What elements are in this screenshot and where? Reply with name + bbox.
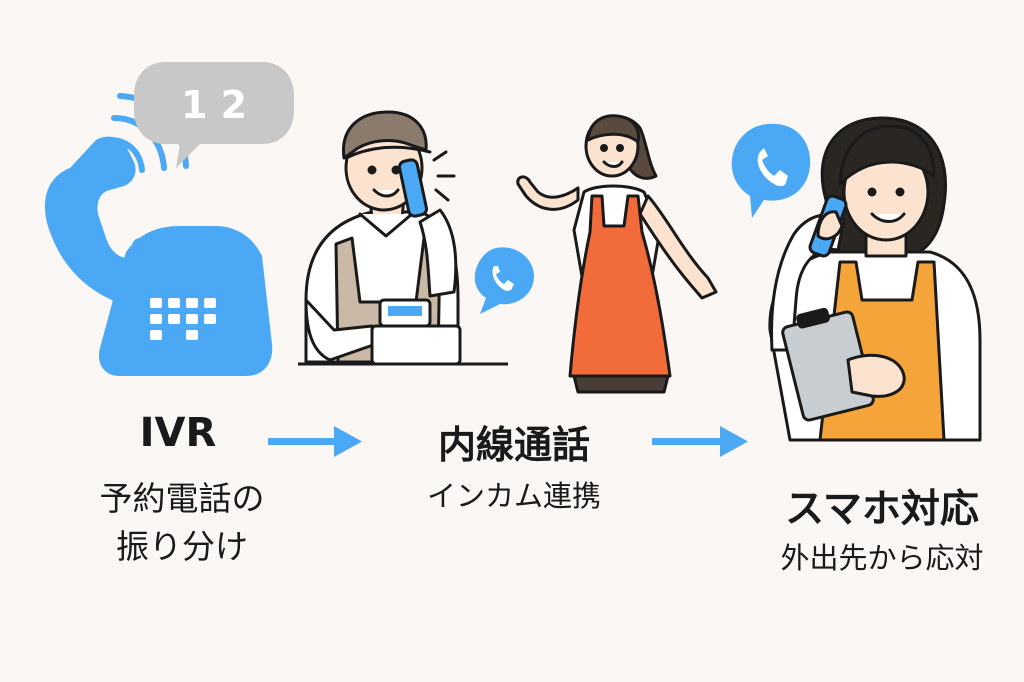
- phone-speech-bubble-icon: [731, 123, 811, 218]
- right-arrow-icon: [652, 426, 748, 457]
- step-1-subtitle-line1: 予約電話の: [99, 479, 265, 518]
- phone-speech-bubble-icon: [474, 247, 534, 314]
- ivr-digits: 1 2: [181, 83, 247, 127]
- clipboard-icon: [781, 307, 906, 422]
- step-1-subtitle-line2: 振り分け: [116, 527, 248, 566]
- step-2-title: 内線通話: [437, 423, 590, 467]
- staff-waving-figure: [516, 114, 718, 394]
- ivr-digits-bubble: 1 2: [134, 62, 294, 168]
- right-arrow-icon: [268, 426, 362, 457]
- mobile-staff-figure: [768, 116, 982, 442]
- step-3-subtitle: 外出先から応対: [780, 541, 984, 575]
- step-3-title: スマホ対応: [785, 487, 979, 532]
- step-2-subtitle: インカム連携: [426, 479, 601, 513]
- step-1-title: IVR: [139, 410, 217, 456]
- telephone-icon: [44, 136, 273, 376]
- call-lines-icon: [432, 150, 456, 202]
- cash-register-icon: [370, 298, 462, 366]
